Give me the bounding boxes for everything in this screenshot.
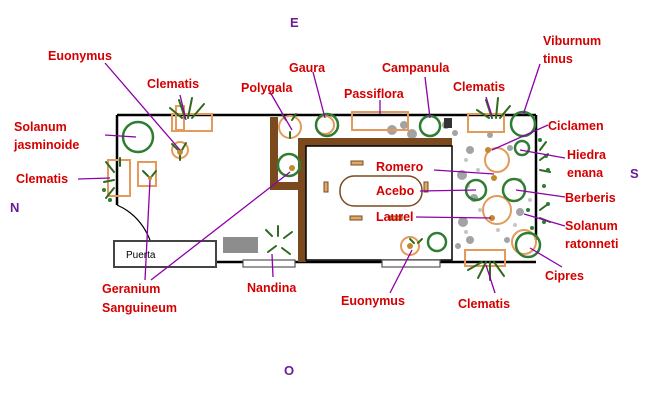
small-dark-block (444, 118, 452, 128)
label-gaura: Gaura (289, 61, 326, 75)
label-solanum-r-line2: ratonneti (565, 237, 618, 251)
compass-south: S (630, 166, 639, 181)
label-hiedra-line2: enana (567, 166, 604, 180)
brown-border-vertical (298, 138, 306, 262)
label-clematis-left: Clematis (16, 172, 68, 186)
label-polygala: Polygala (241, 81, 293, 95)
label-viburnum-line1: Viburnum (543, 34, 601, 48)
label-acebo: Acebo (376, 184, 415, 198)
grey-block (223, 237, 258, 253)
label-romero: Romero (376, 160, 424, 174)
label-solanum-line2: jasminoide (13, 138, 79, 152)
brown-border-bottom (270, 182, 304, 190)
flower-dots (148, 147, 497, 249)
label-passiflora: Passiflora (344, 87, 405, 101)
leader-lines (77, 62, 566, 294)
pool-fittings (323, 160, 429, 221)
label-campanula: Campanula (382, 61, 450, 75)
shrub-circles (121, 110, 542, 259)
ivy-dots (102, 138, 550, 230)
bench-bottom-right (381, 259, 441, 268)
label-hiedra-line1: Hiedra (567, 148, 607, 162)
bench-bottom-left (242, 259, 296, 268)
label-clematis-bottom: Clematis (458, 297, 510, 311)
compass-north: N (10, 200, 19, 215)
brown-border-top (298, 138, 452, 146)
compass-west: O (284, 363, 294, 378)
compass-east: E (290, 15, 299, 30)
label-euonymus-top: Euonymus (48, 49, 112, 63)
label-viburnum-line2: tinus (543, 52, 573, 66)
label-solanum-line1: Solanum (14, 120, 67, 134)
label-ciclamen: Ciclamen (548, 119, 604, 133)
label-cipres: Cipres (545, 269, 584, 283)
label-clematis-top-left: Clematis (147, 77, 199, 91)
door-swing (116, 204, 151, 241)
label-nandina: Nandina (247, 281, 297, 295)
label-euonymus-bottom: Euonymus (341, 294, 405, 308)
label-solanum-r-line1: Solanum (565, 219, 618, 233)
brown-border-left (270, 117, 278, 190)
label-berberis: Berberis (565, 191, 616, 205)
label-geranium-line1: Geranium (102, 282, 160, 296)
label-laurel: Laurel (376, 210, 414, 224)
door-box (113, 240, 217, 268)
door-label: Puerta (126, 250, 156, 261)
pool-outline (305, 145, 453, 261)
label-geranium-line2: Sanguineum (102, 301, 177, 315)
label-clematis-top-right: Clematis (453, 80, 505, 94)
